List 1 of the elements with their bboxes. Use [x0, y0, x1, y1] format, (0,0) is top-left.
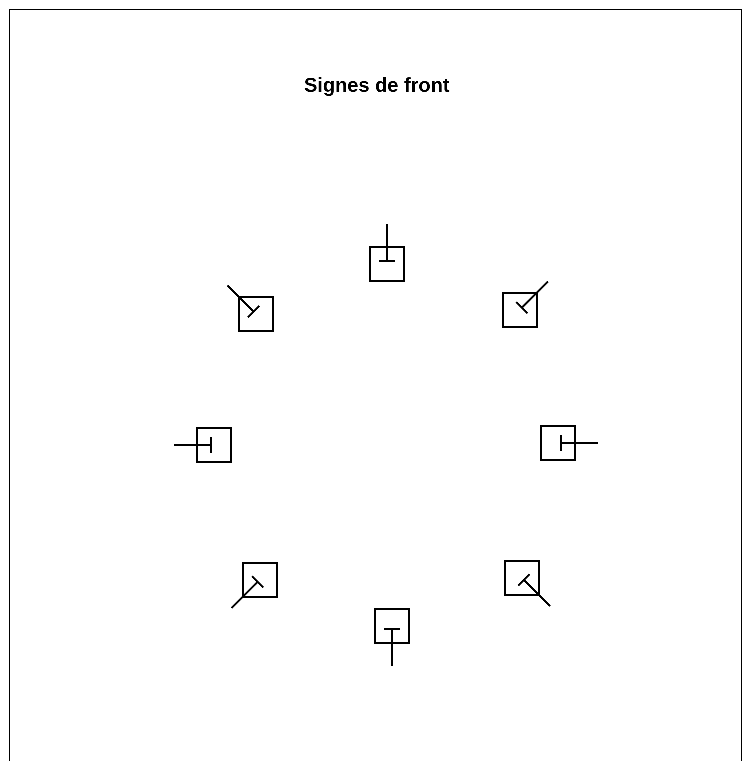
diagram-title: Signes de front [303, 75, 451, 98]
